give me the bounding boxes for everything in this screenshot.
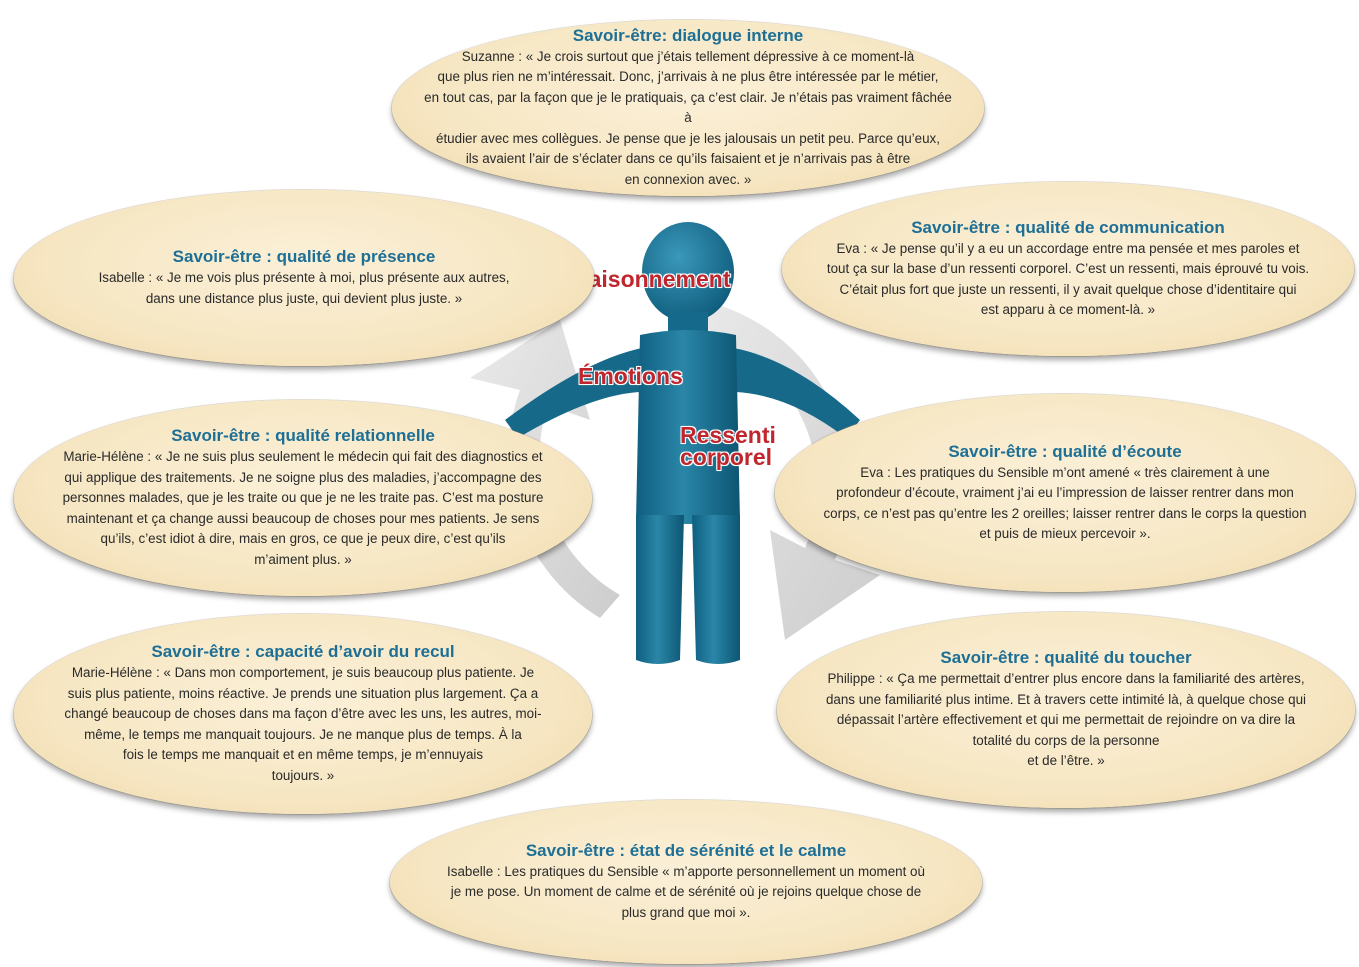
- label-emotions: Émotions: [578, 363, 683, 389]
- human-figure: [505, 222, 860, 664]
- figure-torso: [636, 330, 740, 524]
- ellipse-qualite-presence: Savoir-être : qualité de présence Isabel…: [14, 190, 594, 366]
- ellipse-title: Savoir-être : capacité d’avoir du recul: [151, 642, 455, 661]
- figure-left-arm: [505, 348, 642, 438]
- ellipse-qualite-relationnelle: Savoir-être : qualité relationnelle Mari…: [14, 400, 592, 596]
- ellipse-qualite-communication: Savoir-être : qualité de communication E…: [782, 182, 1354, 356]
- ellipse-title: Savoir-être : qualité d’écoute: [948, 441, 1182, 461]
- ellipse-title: Savoir-être : qualité du toucher: [940, 648, 1192, 668]
- figure-left-leg: [636, 515, 684, 664]
- ellipse-quote: Suzanne : « Je crois surtout que j’étais…: [424, 48, 952, 187]
- ellipse-title: Savoir-être : qualité relationnelle: [171, 426, 435, 445]
- figure-right-arm: [734, 348, 860, 438]
- ellipse-quote: Eva : Les pratiques du Sensible m’ont am…: [823, 464, 1307, 542]
- label-ressenti-corporel: Ressenti corporel: [680, 422, 776, 470]
- ellipse-quote: Isabelle : « Je me vois plus présente à …: [98, 270, 510, 306]
- ellipse-quote: Eva : « Je pense qu’il y a eu un accorda…: [826, 240, 1310, 318]
- cycle-arrow-right: [690, 300, 880, 640]
- ellipse-title: Savoir-être : qualité de communication: [911, 217, 1225, 237]
- ellipse-quote: Isabelle : Les pratiques du Sensible « m…: [447, 863, 925, 920]
- label-raisonnement: Raisonnement: [572, 266, 731, 292]
- ellipse-serenite-calme: Savoir-être : état de sérénité et le cal…: [390, 800, 982, 964]
- figure-right-leg: [692, 515, 740, 664]
- cycle-arrow-left: [470, 320, 620, 618]
- ellipse-dialogue-interne: Savoir-être: dialogue interne Suzanne : …: [392, 20, 984, 196]
- figure-head: [642, 222, 734, 322]
- ellipse-quote: Philippe : « Ça me permettait d’entrer p…: [825, 671, 1307, 769]
- ellipse-title: Savoir-être: dialogue interne: [572, 25, 804, 45]
- ellipse-quote: Marie-Hélène : « Dans mon comportement, …: [64, 665, 542, 783]
- ellipse-quote: Marie-Hélène : « Je ne suis plus seuleme…: [62, 449, 544, 567]
- ellipse-title: Savoir-être : état de sérénité et le cal…: [525, 840, 847, 860]
- ellipse-capacite-recul: Savoir-être : capacité d’avoir du recul …: [14, 614, 592, 814]
- ellipse-qualite-toucher: Savoir-être : qualité du toucher Philipp…: [777, 612, 1355, 808]
- ellipse-qualite-ecoute: Savoir-être : qualité d’écoute Eva : Les…: [775, 394, 1355, 592]
- ellipse-title: Savoir-être : qualité de présence: [172, 247, 436, 266]
